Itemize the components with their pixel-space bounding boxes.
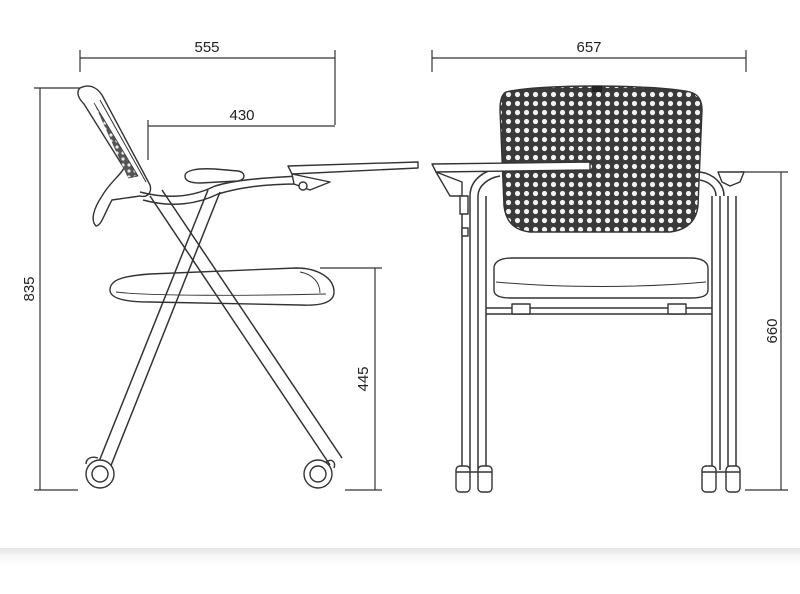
- dimension-label-430: 430: [229, 107, 254, 124]
- front-seat: [493, 257, 709, 315]
- side-armrest-pad: [184, 168, 245, 184]
- front-armrest-right: [717, 171, 745, 187]
- dimension-label-555: 555: [194, 39, 219, 56]
- side-seat: [109, 267, 335, 306]
- bottom-divider: [0, 548, 800, 594]
- dimension-445: 445: [320, 267, 382, 491]
- dimension-label-660: 660: [764, 318, 781, 343]
- side-backrest: [77, 85, 152, 227]
- dimension-657: 657: [431, 39, 747, 72]
- side-writing-tablet: [287, 161, 419, 191]
- front-mesh-backrest: [499, 85, 703, 233]
- dimension-label-445: 445: [355, 366, 372, 391]
- dimension-835: 835: [21, 87, 80, 491]
- front-writing-tablet: [431, 161, 591, 237]
- dimension-430: 430: [147, 107, 335, 160]
- side-caster-wheels: [85, 456, 336, 489]
- dimension-660: 660: [740, 171, 788, 491]
- dimension-label-657: 657: [576, 39, 601, 56]
- front-view-chair: [431, 85, 745, 493]
- side-frame: [97, 175, 343, 469]
- dimension-555: 555: [79, 39, 336, 125]
- dimension-label-835: 835: [21, 276, 38, 301]
- front-caster-wheels: [455, 465, 741, 493]
- side-view-chair: [77, 85, 419, 489]
